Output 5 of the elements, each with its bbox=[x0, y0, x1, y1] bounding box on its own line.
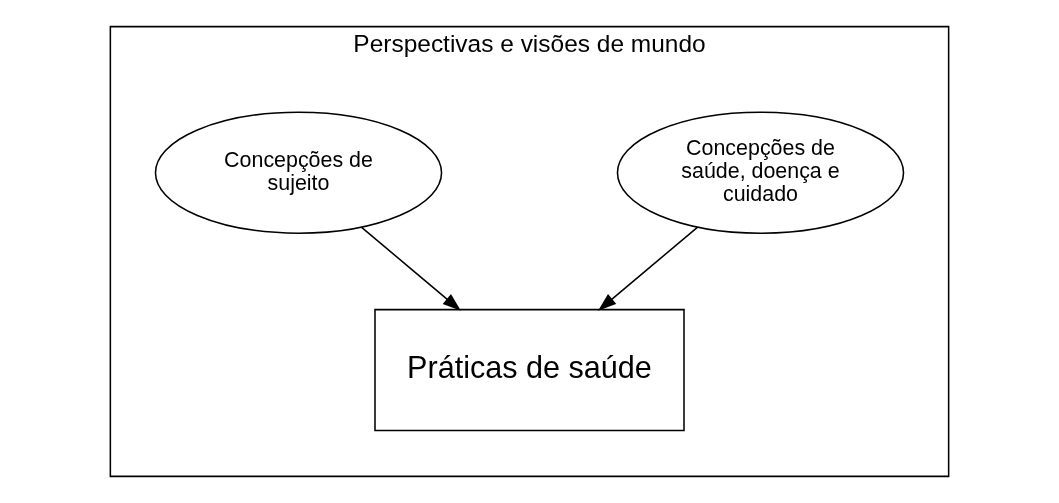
arrow bbox=[360, 226, 461, 311]
arrow bbox=[598, 226, 699, 311]
node-ellipse: Concepções de sujeito bbox=[154, 111, 443, 234]
node-box: Práticas de saúde bbox=[374, 308, 685, 432]
node-ellipse: Concepções de saúde, doença e cuidado bbox=[616, 111, 905, 234]
